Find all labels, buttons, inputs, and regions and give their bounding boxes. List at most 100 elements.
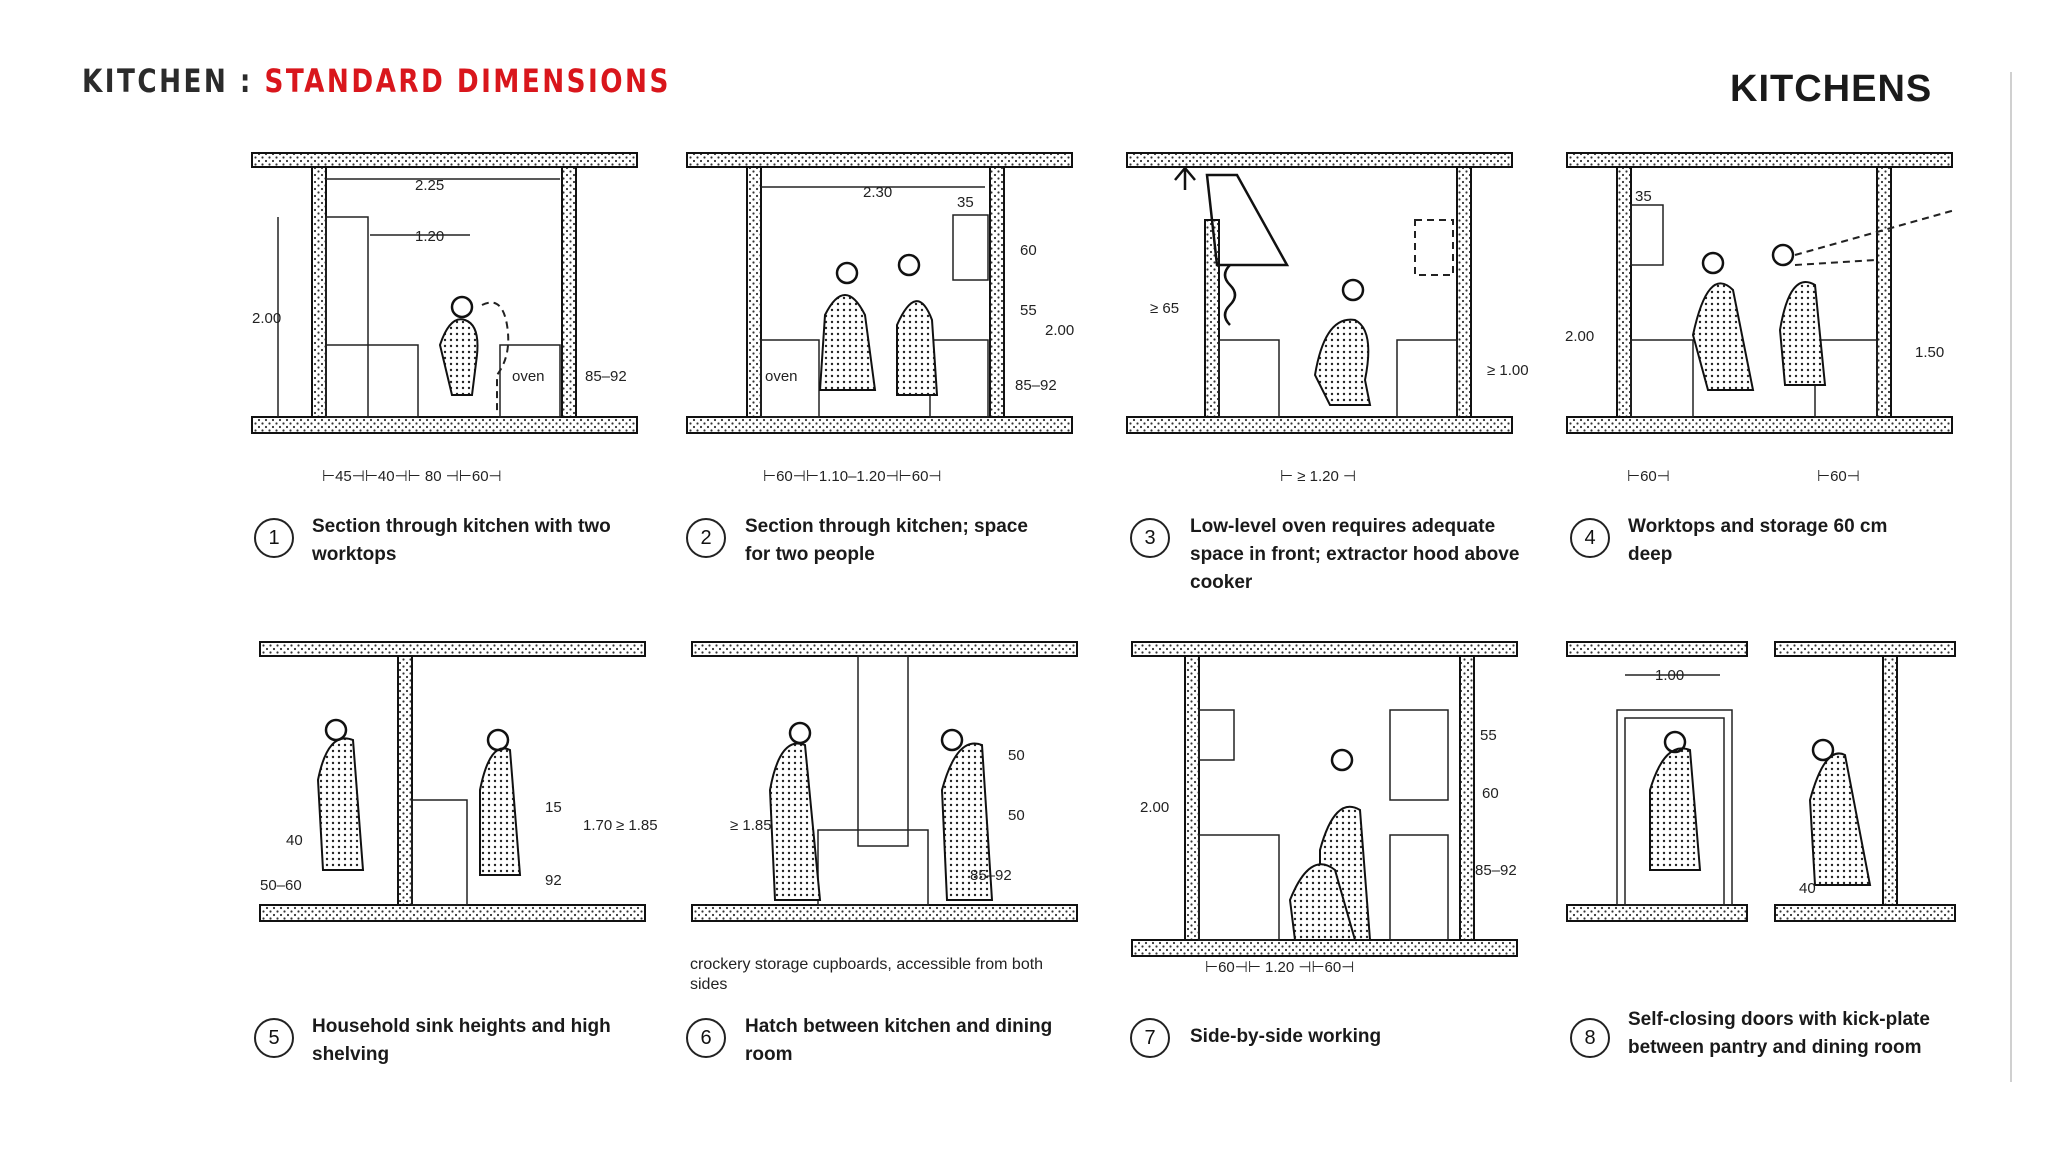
label-2-25: 2.25 xyxy=(415,177,444,194)
label-85-92: 85–92 xyxy=(970,867,1012,884)
label-1-00: 1.00 xyxy=(1655,667,1684,684)
person-bending-figure xyxy=(1313,318,1372,406)
hatch-counter xyxy=(817,829,929,906)
door-frame xyxy=(1624,717,1725,906)
person-pushing-door-figure xyxy=(1808,752,1872,886)
panel-6: ≥ 1.85 50 50 85–92 xyxy=(690,640,1090,950)
tall-cabinet xyxy=(325,216,369,418)
label-2-00: 2.00 xyxy=(252,310,281,327)
panel-5: 40 50–60 15 92 1.70 ≥ 1.85 xyxy=(258,640,658,950)
panel-1-dimensions: ⊢45⊣⊢40⊣⊢ 80 ⊣⊢60⊣ xyxy=(322,468,502,485)
panel-5-caption: Household sink heights and high shelving xyxy=(312,1016,611,1065)
panel-8-number: 8 xyxy=(1570,1018,1610,1058)
panel-4-dimensions-right: ⊢60⊣ xyxy=(1817,468,1860,485)
panel-4-caption: Worktops and storage 60 cm deep xyxy=(1628,516,1888,565)
sight-lines xyxy=(1794,209,1956,266)
label-50-lower: 50 xyxy=(1008,807,1025,824)
person-head xyxy=(450,295,474,319)
right-wall xyxy=(1459,655,1475,941)
label-min-1-00: ≥ 1.00 xyxy=(1487,362,1529,379)
panel-3-caption: Low-level oven requires adequate space i… xyxy=(1190,516,1520,593)
title-part-standard-dimensions: STANDARD DIMENSIONS xyxy=(264,62,671,100)
label-2-00: 2.00 xyxy=(1045,322,1074,339)
partition-wall xyxy=(397,655,413,906)
label-15: 15 xyxy=(545,799,562,816)
person-reaching-figure xyxy=(1691,282,1755,391)
panel-4-drawing: 35 2.00 1.50 xyxy=(1565,152,1956,434)
label-92: 92 xyxy=(545,872,562,889)
left-wall xyxy=(1204,219,1220,418)
person-figure-right xyxy=(896,300,939,396)
self-closing-door xyxy=(1882,655,1898,906)
sink-base-unit xyxy=(411,799,468,906)
label-55: 55 xyxy=(1480,727,1497,744)
label-1-70: 1.70 xyxy=(583,817,612,834)
panel-5-drawing: 40 50–60 15 92 1.70 ≥ 1.85 xyxy=(259,641,658,922)
right-wall xyxy=(1876,166,1892,418)
worktop-left xyxy=(1630,339,1694,418)
page-edge-divider xyxy=(2010,72,2012,1082)
panel-4-dimensions-left: ⊢60⊣ xyxy=(1627,468,1670,485)
panel-6-caption: Hatch between kitchen and dining room xyxy=(745,1016,1053,1065)
panel-2-number: 2 xyxy=(686,518,726,558)
left-wall xyxy=(311,166,327,418)
panel-3-dimensions: ⊢ ≥ 1.20 ⊣ xyxy=(1280,468,1357,485)
person-seated-figure xyxy=(438,318,479,396)
oven-unit xyxy=(499,344,561,418)
hood-left xyxy=(1198,709,1235,761)
panel-8-caption: Self-closing doors with kick-plate betwe… xyxy=(1628,1009,1930,1058)
exhaust-arrow-icon xyxy=(1174,167,1196,190)
left-wall xyxy=(1184,655,1200,941)
person-crouching-figure xyxy=(1288,863,1357,941)
oven-unit xyxy=(760,339,820,418)
label-min-1-85: ≥ 1.85 xyxy=(730,817,772,834)
panel-7-number: 7 xyxy=(1130,1018,1170,1058)
panel-1: 2.25 1.20 2.00 oven 85–92 ⊢45⊣⊢40⊣⊢ 80 ⊣… xyxy=(250,145,650,495)
ceiling-slab xyxy=(251,152,638,168)
panel-7: 2.00 55 60 85–92 ⊢60⊣⊢ 1.20 ⊣⊢60⊣ xyxy=(1130,640,1530,990)
cooker-left xyxy=(1198,834,1280,941)
panel-2-caption: Section through kitchen; space for two p… xyxy=(745,516,1028,565)
panel-7-drawing: 2.00 55 60 85–92 xyxy=(1131,641,1518,957)
wall-cabinet xyxy=(952,214,989,281)
person-standing-figure xyxy=(479,747,522,876)
panel-1-drawing: 2.25 1.20 2.00 oven 85–92 xyxy=(251,152,638,434)
floor-slab xyxy=(251,416,638,434)
panel-8-drawing: 1.00 40 xyxy=(1566,641,1956,922)
label-oven: oven xyxy=(512,368,545,385)
wall-cabinet-right xyxy=(1389,709,1449,801)
label-50-60: 50–60 xyxy=(260,877,302,894)
panel-3-number: 3 xyxy=(1130,518,1170,558)
label-55: 55 xyxy=(1020,302,1037,319)
panel-6-note: crockery storage cupboards, accessible f… xyxy=(690,956,1044,993)
label-2-30: 2.30 xyxy=(863,184,892,201)
sink-unit xyxy=(1396,339,1458,418)
worktop-right xyxy=(929,339,989,418)
person-dining-side-figure xyxy=(940,742,994,901)
crockery-cupboard xyxy=(857,655,909,847)
label-40: 40 xyxy=(1799,880,1816,897)
panel-6-number: 6 xyxy=(686,1018,726,1058)
label-60: 60 xyxy=(1020,242,1037,259)
label-2-00: 2.00 xyxy=(1140,799,1169,816)
wall-cabinet-dashed xyxy=(1414,219,1454,276)
panel-7-caption: Side-by-side working xyxy=(1190,1026,1382,1047)
label-40: 40 xyxy=(286,832,303,849)
label-1-20: 1.20 xyxy=(415,228,444,245)
person-kitchen-side-figure xyxy=(768,742,822,901)
worktop-right xyxy=(1389,834,1449,941)
panel-7-dimensions: ⊢60⊣⊢ 1.20 ⊣⊢60⊣ xyxy=(1205,959,1355,976)
panel-2: 2.30 35 60 55 2.00 85–92 oven ⊢60⊣⊢1.10–… xyxy=(685,145,1085,495)
extractor-hood xyxy=(1205,173,1290,267)
label-60: 60 xyxy=(1482,785,1499,802)
label-85-92: 85–92 xyxy=(1475,862,1517,879)
right-wall xyxy=(1456,166,1472,418)
slide-title: KITCHEN : STANDARD DIMENSIONS xyxy=(82,62,671,100)
kitchens-heading: KITCHENS xyxy=(1730,68,1933,110)
panel-1-number: 1 xyxy=(254,518,294,558)
steam-icon xyxy=(1223,264,1237,326)
person-figure-left xyxy=(818,294,877,391)
label-35: 35 xyxy=(1635,188,1652,205)
label-50-upper: 50 xyxy=(1008,747,1025,764)
panel-8: 1.00 40 xyxy=(1565,640,1985,950)
